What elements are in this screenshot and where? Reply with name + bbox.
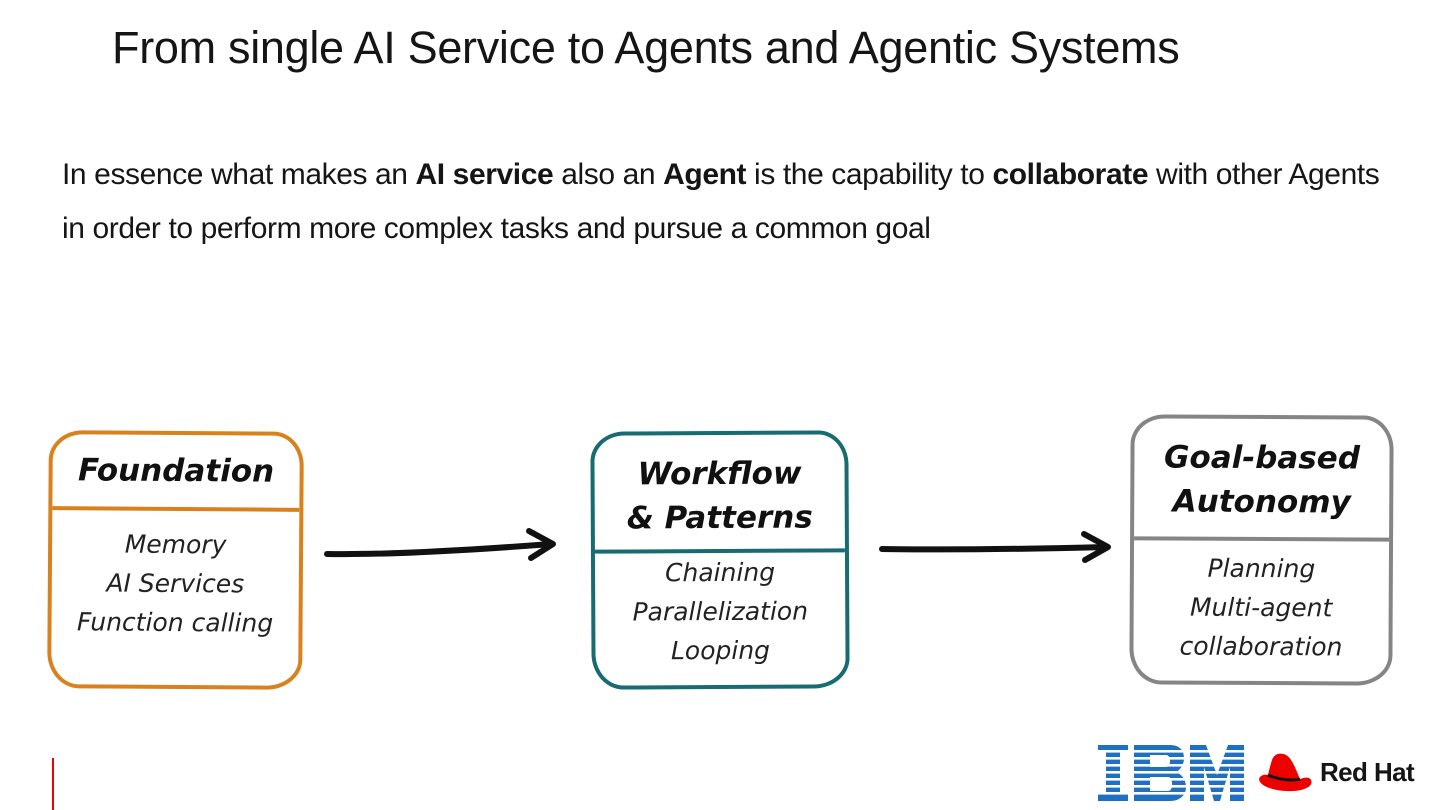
ibm-logo-icon xyxy=(1098,745,1244,801)
workflow-box-items: Chaining Parallelization Looping xyxy=(595,552,846,670)
workflow-item-chaining: Chaining xyxy=(664,557,776,588)
foundation-item-memory: Memory xyxy=(124,529,227,560)
intro-text-3: is the capability to xyxy=(746,158,993,191)
arrow-right-icon xyxy=(879,531,1111,563)
goal-item-multi-agent: Multi-agent xyxy=(1189,592,1333,623)
foundation-item-function-calling: Function calling xyxy=(76,607,274,638)
foundation-box: Foundation Memory AI Services Function c… xyxy=(47,430,304,690)
foundation-box-title: Foundation xyxy=(52,434,300,512)
workflow-item-parallelization: Parallelization xyxy=(632,596,809,627)
goal-box-title: Goal-based Autonomy xyxy=(1134,418,1390,542)
workflow-item-looping: Looping xyxy=(670,635,771,666)
goal-based-autonomy-box: Goal-based Autonomy Planning Multi-agent… xyxy=(1129,414,1394,686)
slide-title: From single AI Service to Agents and Age… xyxy=(112,22,1180,73)
goal-box-items: Planning Multi-agent collaboration xyxy=(1133,540,1389,666)
intro-bold-agent: Agent xyxy=(663,158,747,191)
goal-title-line-1: Goal-based xyxy=(1163,439,1361,477)
workflow-box-title: Workflow & Patterns xyxy=(594,434,845,554)
goal-title-line-2: Autonomy xyxy=(1172,483,1351,521)
goal-item-planning: Planning xyxy=(1207,553,1316,584)
intro-text-4: with other Agents in order to perform mo… xyxy=(62,158,1380,245)
foundation-item-ai-services: AI Services xyxy=(106,568,245,599)
red-hat-wordmark: Red Hat xyxy=(1320,756,1415,787)
intro-paragraph: In essence what makes an AI service also… xyxy=(62,148,1382,256)
accent-red-line xyxy=(52,758,54,810)
red-hat-logo: Red Hat xyxy=(1256,750,1415,794)
intro-bold-collaborate: collaborate xyxy=(992,158,1149,191)
red-hat-fedora-icon xyxy=(1259,753,1312,792)
intro-text-1: In essence what makes an xyxy=(62,158,416,191)
intro-text-2: also an xyxy=(553,158,664,191)
foundation-title-line: Foundation xyxy=(77,452,275,490)
arrow-right-icon xyxy=(324,528,556,561)
workflow-title-line-1: Workflow xyxy=(637,455,802,493)
goal-item-collaboration: collaboration xyxy=(1179,631,1343,662)
workflow-title-line-2: & Patterns xyxy=(626,499,813,537)
foundation-box-items: Memory AI Services Function calling xyxy=(51,510,299,643)
workflow-patterns-box: Workflow & Patterns Chaining Paralleliza… xyxy=(590,430,850,690)
intro-bold-ai-service: AI service xyxy=(415,158,554,191)
